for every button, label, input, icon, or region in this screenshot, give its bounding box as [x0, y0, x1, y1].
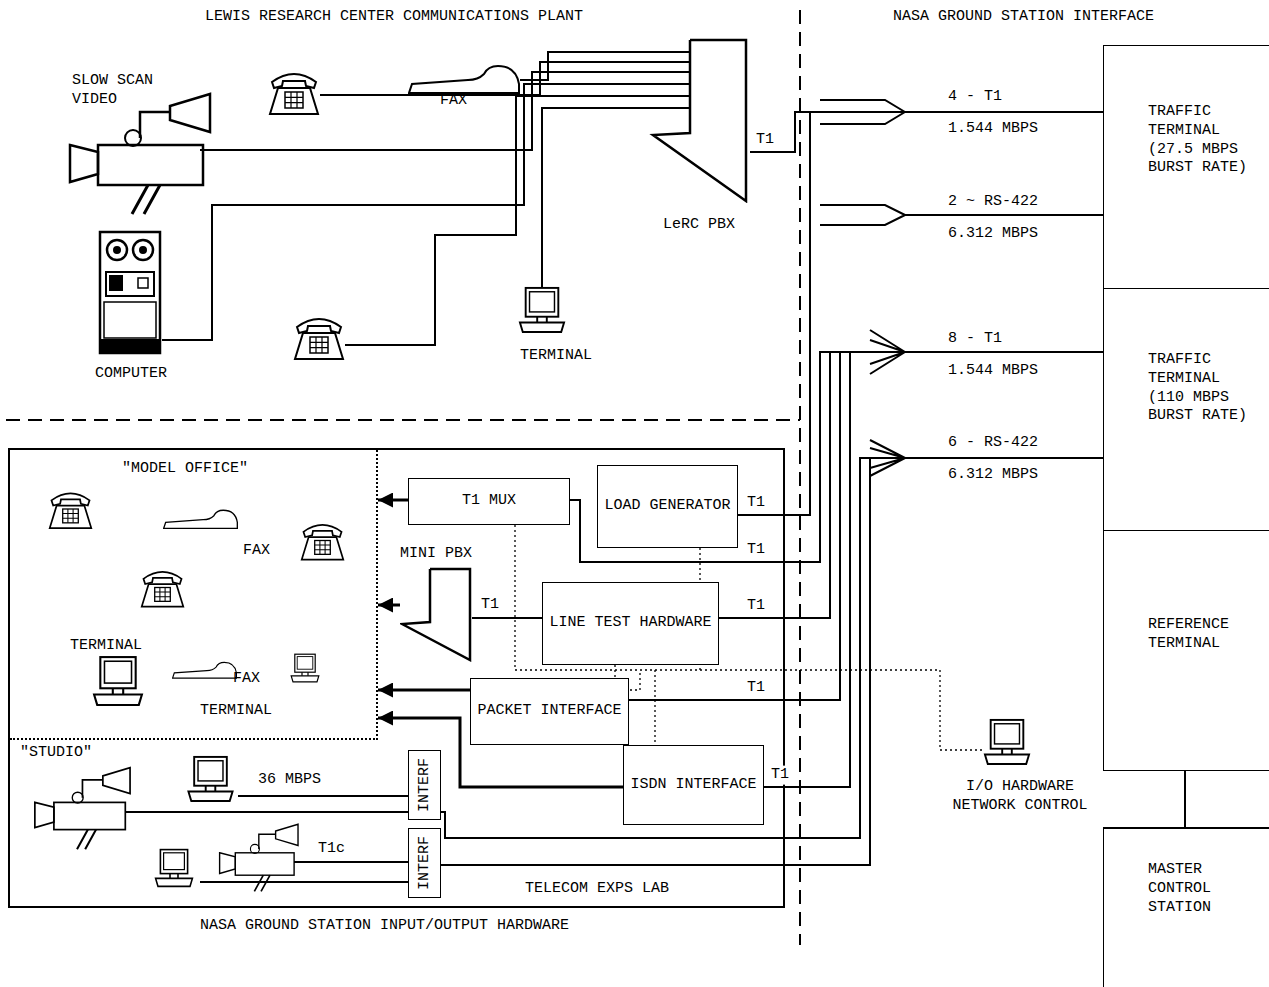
node-text: T1 MUX — [462, 492, 516, 511]
lab-box: TELECOM EXPS LAB "MODEL OFFICE" T1 MUX LOAD… — [8, 448, 785, 908]
connector — [750, 112, 1103, 152]
connector — [378, 689, 470, 692]
annotation-label: FAX — [440, 92, 467, 111]
annotation-label: TERMINAL — [200, 702, 272, 721]
connector — [472, 617, 542, 619]
edge-label: T1 — [745, 679, 767, 698]
node-text: LINE TEST HARDWARE — [549, 614, 711, 633]
annotation-label: TERMINAL — [70, 637, 142, 656]
pbx-symbol: MINI PBX — [400, 545, 472, 665]
node-text: MINI PBX — [400, 545, 472, 564]
annotation-label: NASA GROUND STATION INTERFACE — [893, 8, 1154, 27]
annotation-label: 6.312 MBPS — [948, 225, 1038, 244]
annotation-label: 36 MBPS — [258, 771, 321, 790]
node-text: MASTER CONTROL STATION — [1148, 861, 1258, 917]
area-region: "MODEL OFFICE" — [10, 450, 378, 740]
annotation-label: SLOW SCAN VIDEO — [72, 72, 172, 110]
edge-label: T1 — [745, 541, 767, 560]
annotation-label: NASA GROUND STATION INPUT/OUTPUT HARDWAR… — [200, 917, 569, 936]
annotation-label: 1.544 MBPS — [948, 362, 1038, 381]
terminal-box: TRAFFIC TERMINAL (110 MBPS BURST RATE) — [1103, 288, 1269, 531]
annotation-label: 6 - RS-422 — [948, 434, 1038, 453]
pbx-outline — [648, 38, 748, 203]
process-box: T1 MUX — [408, 478, 570, 525]
node-text: "STUDIO" — [20, 744, 92, 763]
node-text: PACKET INTERFACE — [477, 702, 621, 721]
node-text: INTERF — [415, 836, 434, 890]
process-box: PACKET INTERFACE — [470, 678, 629, 745]
process-box: LINE TEST HARDWARE — [542, 582, 719, 665]
edge-label: T1 — [769, 766, 791, 785]
node-text: TRAFFIC TERMINAL (27.5 MBPS BURST RATE) — [1148, 103, 1258, 178]
node-text: REFERENCE TERMINAL — [1148, 616, 1258, 654]
annotation-label: 4 - T1 — [948, 88, 1002, 107]
annotation-label: I/O HARDWARE NETWORK CONTROL — [945, 778, 1095, 816]
annotation-label: 1.544 MBPS — [948, 120, 1038, 139]
interface-box: INTERF — [408, 828, 441, 898]
node-text: INTERF — [415, 758, 434, 812]
terminal-box: MASTER CONTROL STATION — [1103, 828, 1269, 987]
node-text: ISDN INTERFACE — [630, 776, 756, 795]
process-box: LOAD GENERATOR — [597, 465, 738, 548]
terminal-box: REFERENCE TERMINAL — [1103, 530, 1269, 771]
annotation-label: T1c — [318, 840, 345, 859]
node-text: "MODEL OFFICE" — [122, 460, 248, 479]
edge-label: T1 — [479, 596, 501, 615]
annotation-label: 8 - T1 — [948, 330, 1002, 349]
connector — [764, 352, 1103, 787]
annotation-label: COMPUTER — [95, 365, 167, 384]
node-text: TELECOM EXPS LAB — [525, 880, 669, 899]
connector — [738, 112, 1103, 515]
annotation-label: FAX — [233, 670, 260, 689]
annotation-label: 2 ~ RS-422 — [948, 193, 1038, 212]
pbx-symbol: LeRC PBX — [648, 38, 750, 243]
annotation-label: 6.312 MBPS — [948, 466, 1038, 485]
annotation-label: FAX — [243, 542, 270, 561]
annotation-label: TERMINAL — [520, 347, 592, 366]
connector — [378, 604, 400, 607]
interface-box: INTERF — [408, 750, 441, 820]
pbx-outline — [400, 567, 472, 662]
node-text: TRAFFIC TERMINAL (110 MBPS BURST RATE) — [1148, 351, 1258, 426]
annotation-label: LEWIS RESEARCH CENTER COMMUNICATIONS PLA… — [205, 8, 583, 27]
node-text: LOAD GENERATOR — [604, 497, 730, 516]
node-text: LeRC PBX — [663, 216, 735, 235]
edge-label: T1 — [754, 131, 776, 150]
connector — [719, 352, 1103, 618]
edge-label: T1 — [745, 494, 767, 513]
connector — [378, 499, 408, 502]
edge-label: T1 — [745, 597, 767, 616]
process-box: ISDN INTERFACE — [623, 745, 764, 825]
area-region: "STUDIO" — [10, 740, 378, 906]
terminal-box: TRAFFIC TERMINAL (27.5 MBPS BURST RATE) — [1103, 45, 1269, 289]
